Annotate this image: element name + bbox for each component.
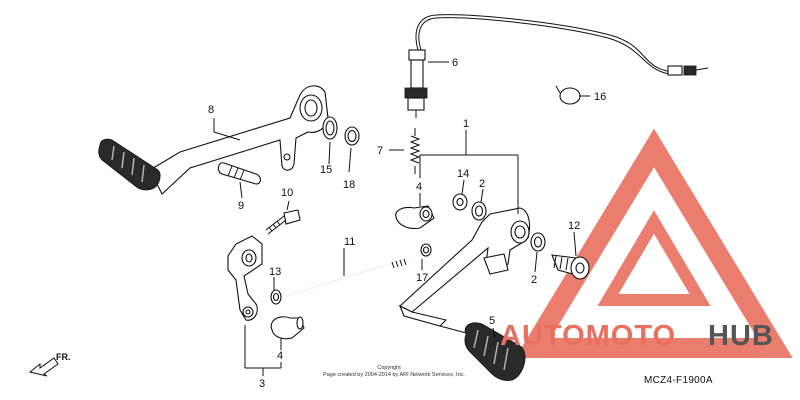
callout-12: 12	[568, 220, 580, 232]
watermark-wordmark: AUTOMOTO HUB	[500, 320, 774, 352]
shift-rubber-5	[464, 322, 526, 381]
pin-9	[217, 162, 262, 185]
callout-14: 14	[457, 168, 469, 180]
watermark-word-accent: AUTOMOTO	[500, 320, 676, 352]
pivot-bolt-12	[551, 254, 590, 280]
callout-15: 15	[320, 164, 332, 176]
nut-13	[270, 289, 282, 305]
spring-7	[409, 128, 421, 174]
watermark-word-dark: HUB	[708, 320, 774, 352]
front-arrow-icon: FR.	[28, 352, 71, 377]
callout-10: 10	[281, 187, 293, 199]
callout-4a: 4	[416, 181, 422, 193]
callout-7: 7	[377, 145, 383, 157]
copyright-line2: Page created by 2004-2014 by ARI Network…	[323, 372, 465, 378]
callout-2b: 2	[531, 274, 537, 286]
callout-16: 16	[594, 91, 606, 103]
joint-4-lower	[270, 316, 305, 340]
callouts: 1 2 2 3 4 4 5 6 7 8 9 10 11 12 13 14 15 …	[208, 57, 606, 390]
switch-cable	[415, 14, 709, 76]
washer-14	[452, 193, 468, 211]
pedal-collar-15	[322, 116, 338, 140]
brake-pedal	[98, 85, 329, 195]
callout-6: 6	[452, 57, 458, 69]
callout-17: 17	[416, 272, 428, 284]
front-label: FR.	[56, 352, 71, 362]
callout-11: 11	[344, 236, 355, 248]
nut-17	[420, 243, 432, 257]
diagram-code: MCZ4-F1900A	[644, 375, 713, 386]
watermark-logo	[515, 128, 793, 358]
callout-5: 5	[489, 315, 495, 327]
master-link-3	[227, 235, 263, 321]
callout-13: 13	[269, 266, 281, 278]
callout-2a: 2	[479, 178, 485, 190]
seal-18	[344, 126, 360, 146]
callout-3: 3	[259, 378, 265, 390]
stop-switch	[404, 49, 428, 118]
bolt-10	[265, 209, 301, 235]
shift-pedal	[398, 207, 531, 335]
callout-1: 1	[463, 118, 469, 130]
seal-2-upper	[471, 201, 487, 221]
copyright-line1: Copyright	[377, 365, 401, 371]
joint-4-upper	[395, 205, 435, 230]
seal-2-lower	[530, 232, 546, 252]
callout-18: 18	[343, 179, 355, 191]
cable-clamp	[555, 85, 581, 105]
push-rod-11	[285, 257, 411, 297]
callout-4b: 4	[277, 350, 283, 362]
callout-8: 8	[208, 104, 214, 116]
leader-lines	[213, 61, 590, 376]
callout-9: 9	[238, 200, 244, 212]
